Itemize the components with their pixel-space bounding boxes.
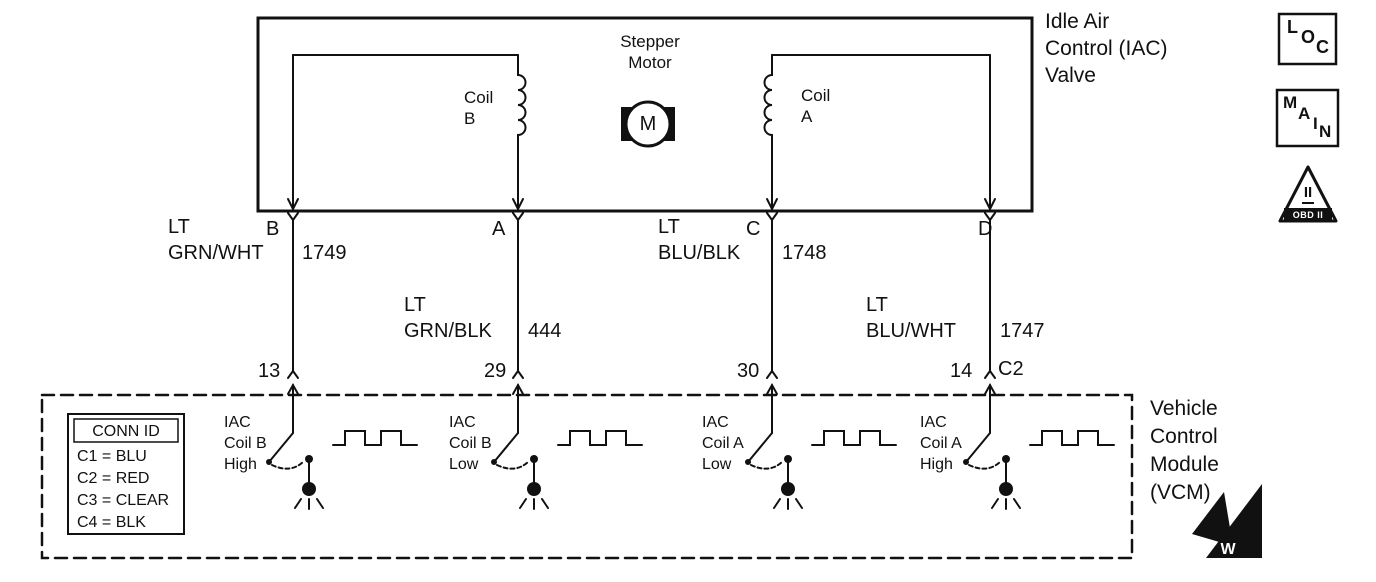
driver-coil-a-low-symbol bbox=[745, 382, 897, 510]
coil-a-label: Coil A bbox=[801, 85, 830, 127]
vcm-title-line2: Control bbox=[1150, 425, 1218, 448]
wire-d-prefix: LT bbox=[866, 294, 888, 316]
vcm-title-line1: Vehicle bbox=[1150, 397, 1218, 420]
terminal-d-label: D bbox=[978, 218, 993, 240]
brand-logo bbox=[1192, 484, 1262, 558]
obd2-badge bbox=[1278, 165, 1338, 223]
pin-29-label: 29 bbox=[484, 360, 507, 382]
driver-coil-b-low-label: IAC Coil B Low bbox=[449, 412, 492, 475]
terminal-c-wire bbox=[766, 198, 778, 379]
loc-badge-letter-c: C bbox=[1316, 37, 1329, 57]
conn-id-entry-c4: C4 = BLK bbox=[77, 514, 146, 531]
coil-a-symbol bbox=[763, 54, 773, 209]
wire-b-prefix: LT bbox=[168, 216, 190, 238]
terminal-a-wire bbox=[512, 198, 524, 379]
wire-c-circuit: 1748 bbox=[782, 242, 827, 264]
driver3-line1: IAC bbox=[702, 414, 729, 431]
driver-coil-a-high-symbol bbox=[963, 382, 1115, 510]
main-badge-letter-n: N bbox=[1319, 122, 1332, 141]
loc-badge-letter-l: L bbox=[1287, 17, 1298, 37]
iac-title-line1: Idle Air bbox=[1045, 10, 1110, 33]
driver2-line3: Low bbox=[449, 456, 479, 473]
driver-coil-a-high-label: IAC Coil A High bbox=[920, 412, 962, 475]
main-badge-letter-m: M bbox=[1283, 93, 1298, 112]
terminal-a-label: A bbox=[492, 218, 506, 240]
vcm-title-line3: Module bbox=[1150, 453, 1219, 476]
driver1-line1: IAC bbox=[224, 414, 251, 431]
wire-a-prefix: LT bbox=[404, 294, 426, 316]
coil-b-label: Coil B bbox=[464, 87, 493, 129]
loc-badge-letter-o: O bbox=[1301, 27, 1316, 47]
obd2-numeral-wrap: II bbox=[1296, 184, 1320, 204]
main-badge-box bbox=[1275, 88, 1340, 148]
motor-letter: M bbox=[639, 113, 657, 135]
driver4-line1: IAC bbox=[920, 414, 947, 431]
conn-id-entry-c3: C3 = CLEAR bbox=[77, 492, 170, 509]
brand-logo-letter: W bbox=[1220, 541, 1236, 558]
coil-b-symbol bbox=[517, 54, 527, 209]
stepper-label-line2: Motor bbox=[628, 53, 672, 72]
driver3-line3: Low bbox=[702, 456, 732, 473]
obd2-banner-label: OBD II bbox=[1292, 210, 1324, 220]
conn-id-entry-c2: C2 = RED bbox=[77, 470, 150, 487]
driver-coil-b-high-label: IAC Coil B High bbox=[224, 412, 267, 475]
iac-title-line2: Control (IAC) bbox=[1045, 37, 1168, 60]
driver4-line2: Coil A bbox=[920, 435, 962, 452]
vcm-title-line4: (VCM) bbox=[1150, 481, 1211, 504]
terminal-c-label: C bbox=[746, 218, 761, 240]
iac-valve-title: Idle Air Control (IAC) Valve bbox=[1045, 8, 1168, 89]
terminal-d-wire bbox=[984, 198, 996, 379]
wire-d-color: BLU/WHT bbox=[866, 320, 956, 342]
iac-title-line3: Valve bbox=[1045, 64, 1096, 87]
motor-symbol bbox=[621, 100, 675, 148]
wire-d-circuit: 1747 bbox=[1000, 320, 1045, 342]
coil-b-line2: B bbox=[464, 109, 476, 128]
conn-id-header: CONN ID bbox=[92, 423, 160, 440]
pin-13-label: 13 bbox=[258, 360, 281, 382]
driver4-line3: High bbox=[920, 456, 953, 473]
pin-30-label: 30 bbox=[737, 360, 760, 382]
pin-14-label: 14 bbox=[950, 360, 973, 382]
driver2-line2: Coil B bbox=[449, 435, 492, 452]
stepper-motor-label: Stepper Motor bbox=[600, 31, 700, 73]
connector-c2-label: C2 bbox=[998, 358, 1024, 380]
wire-b-color: GRN/WHT bbox=[168, 242, 264, 264]
main-badge-letter-i: I bbox=[1313, 114, 1318, 133]
driver1-line2: Coil B bbox=[224, 435, 267, 452]
obd2-numeral: II bbox=[1301, 184, 1315, 204]
wire-a-circuit: 444 bbox=[528, 320, 562, 342]
conn-id-entry-c1: C1 = BLU bbox=[77, 448, 147, 465]
vcm-title: Vehicle Control Module (VCM) bbox=[1150, 395, 1219, 507]
driver-coil-b-high-symbol bbox=[266, 382, 418, 510]
conn-id-box bbox=[67, 413, 185, 535]
wire-a-color: GRN/BLK bbox=[404, 320, 492, 342]
terminal-b-wire bbox=[287, 198, 299, 379]
driver-coil-a-low-label: IAC Coil A Low bbox=[702, 412, 744, 475]
conn-id-entries: C1 = BLU C2 = RED C3 = CLEAR C4 = BLK bbox=[77, 446, 169, 534]
coil-b-line1: Coil bbox=[464, 88, 494, 107]
wire-b-circuit: 1749 bbox=[302, 242, 347, 264]
iac-valve-outline bbox=[256, 16, 1034, 213]
main-badge-letter-a: A bbox=[1298, 104, 1311, 123]
wire-c-color: BLU/BLK bbox=[658, 242, 741, 264]
coil-a-line1: Coil bbox=[801, 86, 831, 105]
wire-c-prefix: LT bbox=[658, 216, 680, 238]
driver2-line1: IAC bbox=[449, 414, 476, 431]
driver1-line3: High bbox=[224, 456, 257, 473]
stepper-label-line1: Stepper bbox=[620, 32, 680, 51]
loc-badge-box bbox=[1277, 12, 1338, 66]
terminal-b-label: B bbox=[266, 218, 280, 240]
driver-coil-b-low-symbol bbox=[491, 382, 643, 510]
driver3-line2: Coil A bbox=[702, 435, 744, 452]
coil-a-line2: A bbox=[801, 107, 813, 126]
vcm-outline bbox=[40, 393, 1134, 560]
